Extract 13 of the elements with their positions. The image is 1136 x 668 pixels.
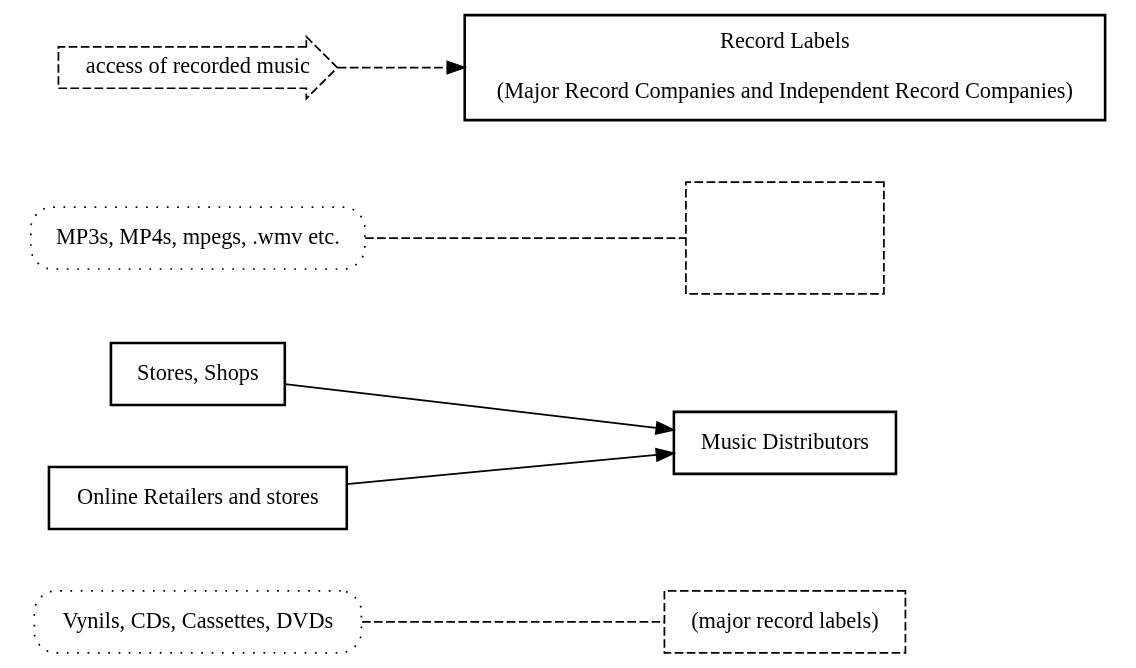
arrow xyxy=(337,60,468,75)
node-box: MP3s, MP4s, mpegs, .wmv etc. xyxy=(30,206,366,270)
arrow xyxy=(346,447,677,485)
node-box: Stores, Shops xyxy=(109,341,287,407)
connector xyxy=(361,621,665,623)
node-box: (major record labels) xyxy=(663,590,907,654)
node-box: Music Distributors xyxy=(672,410,898,476)
node-box: Online Retailers and stores xyxy=(47,465,349,531)
node-box: Record Labels (Major Record Companies and Independent Record Companies) xyxy=(463,13,1107,122)
node-box xyxy=(685,181,885,295)
node-box: Vynils, CDs, Cassettes, DVDs xyxy=(33,590,363,654)
arrow xyxy=(284,383,677,436)
connector xyxy=(364,237,687,239)
